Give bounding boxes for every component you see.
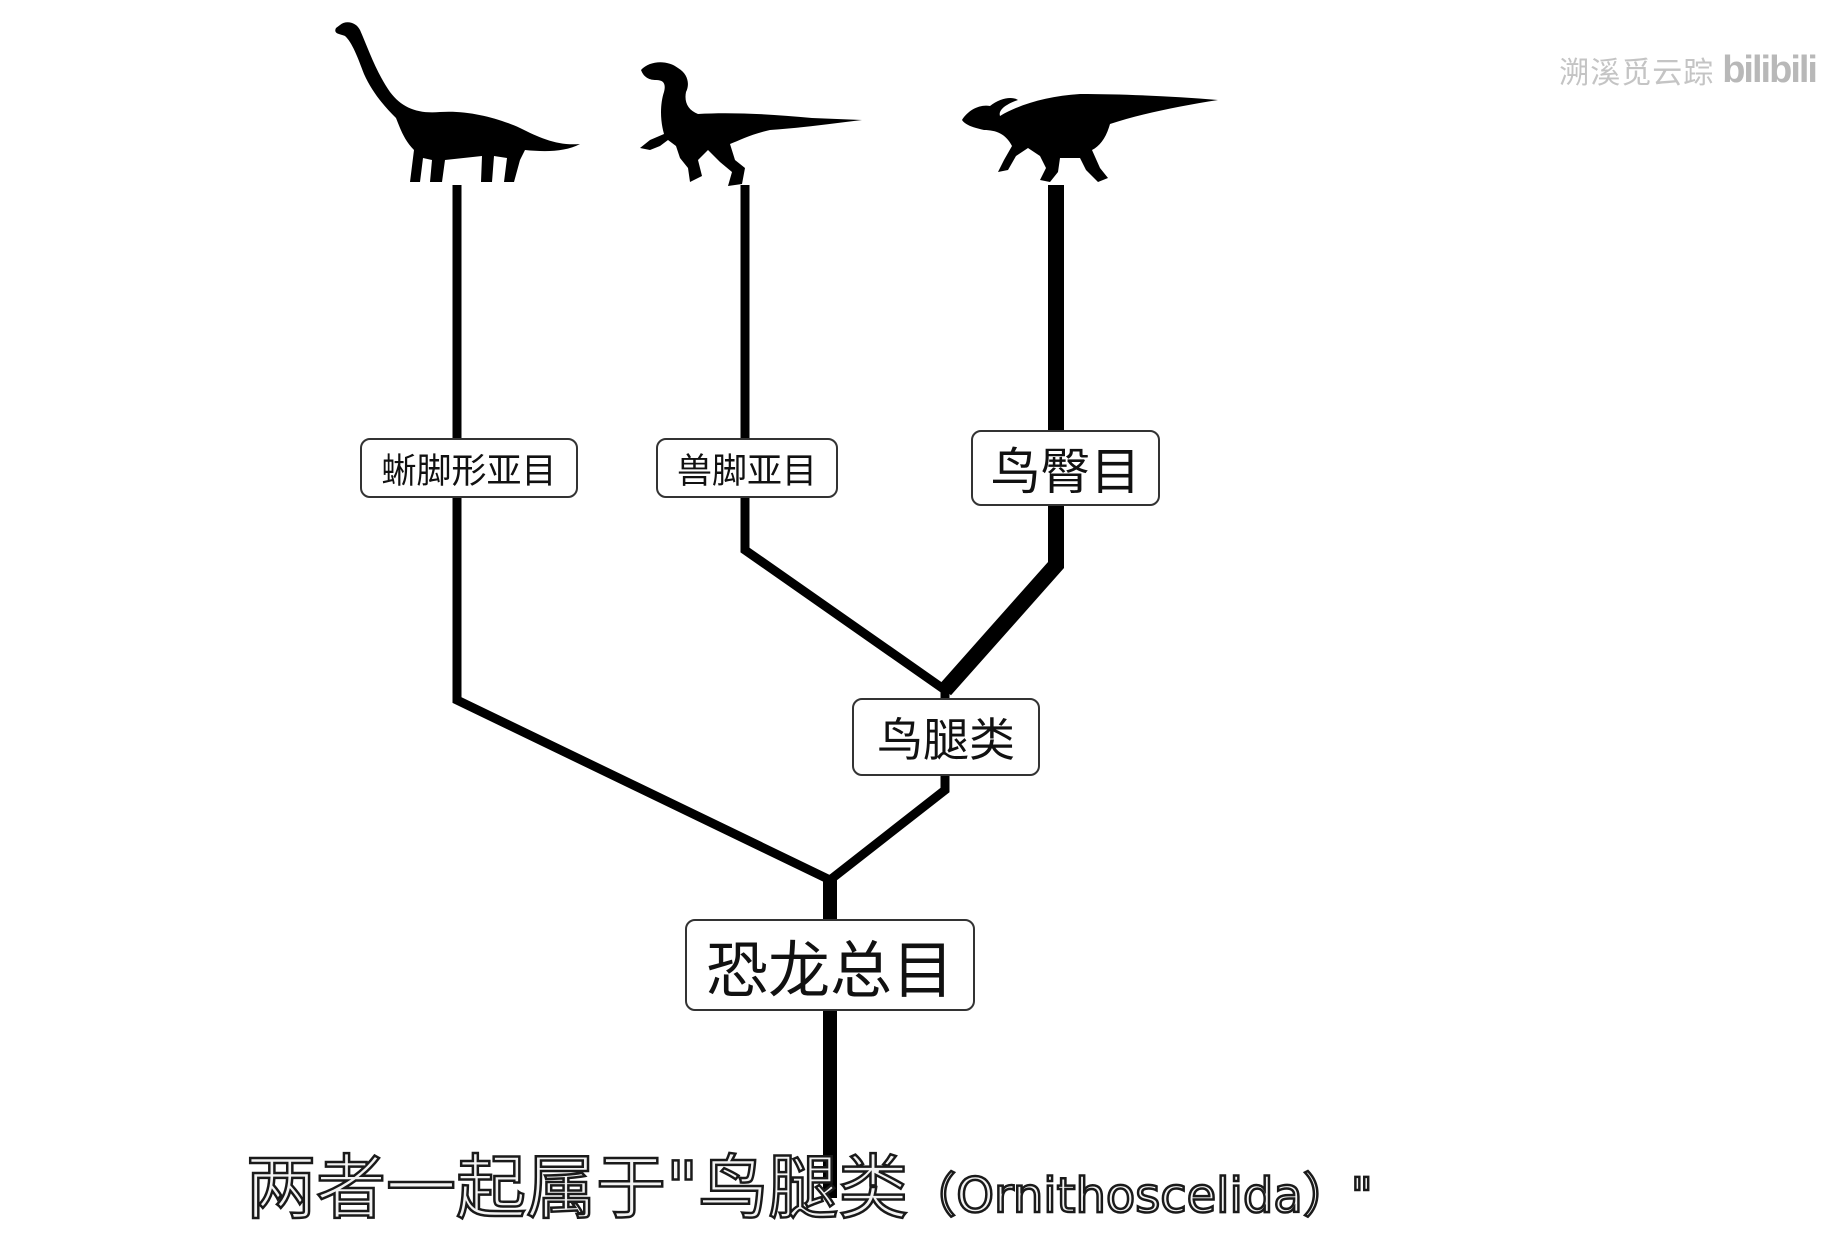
- branch-sauropodomorpha: [452, 185, 832, 885]
- tree-lines: [335, 22, 1218, 1198]
- watermark-brand: bilibili: [1722, 48, 1818, 91]
- node-dinosauria: 恐龙总目: [685, 919, 975, 1011]
- branch-ornithischia: [939, 185, 1064, 696]
- node-ornithoscelida: 鸟腿类: [852, 698, 1040, 776]
- sauropod-silhouette-icon: [335, 22, 580, 183]
- theropod-silhouette-icon: [640, 62, 862, 186]
- phylogeny-diagram: 蜥脚形亚目 兽脚亚目 鸟臀目 鸟腿类 恐龙总目: [335, 22, 1218, 1198]
- watermark: 溯溪觅云踪 bilibili: [1559, 48, 1818, 92]
- node-sauropodomorpha: 蜥脚形亚目: [360, 438, 578, 498]
- watermark-channel: 溯溪觅云踪: [1559, 56, 1715, 91]
- node-theropoda: 兽脚亚目: [656, 438, 838, 498]
- ornithischian-silhouette-icon: [962, 94, 1218, 182]
- branch-theropoda: [740, 185, 948, 694]
- subtitle-latin: （Ornithoscelida）": [907, 1167, 1374, 1226]
- subtitle-caption: 两者一起属于"鸟腿类（Ornithoscelida）": [245, 1132, 1374, 1233]
- node-ornithischia: 鸟臀目: [971, 430, 1160, 506]
- subtitle-main: 两者一起属于"鸟腿类: [245, 1146, 910, 1231]
